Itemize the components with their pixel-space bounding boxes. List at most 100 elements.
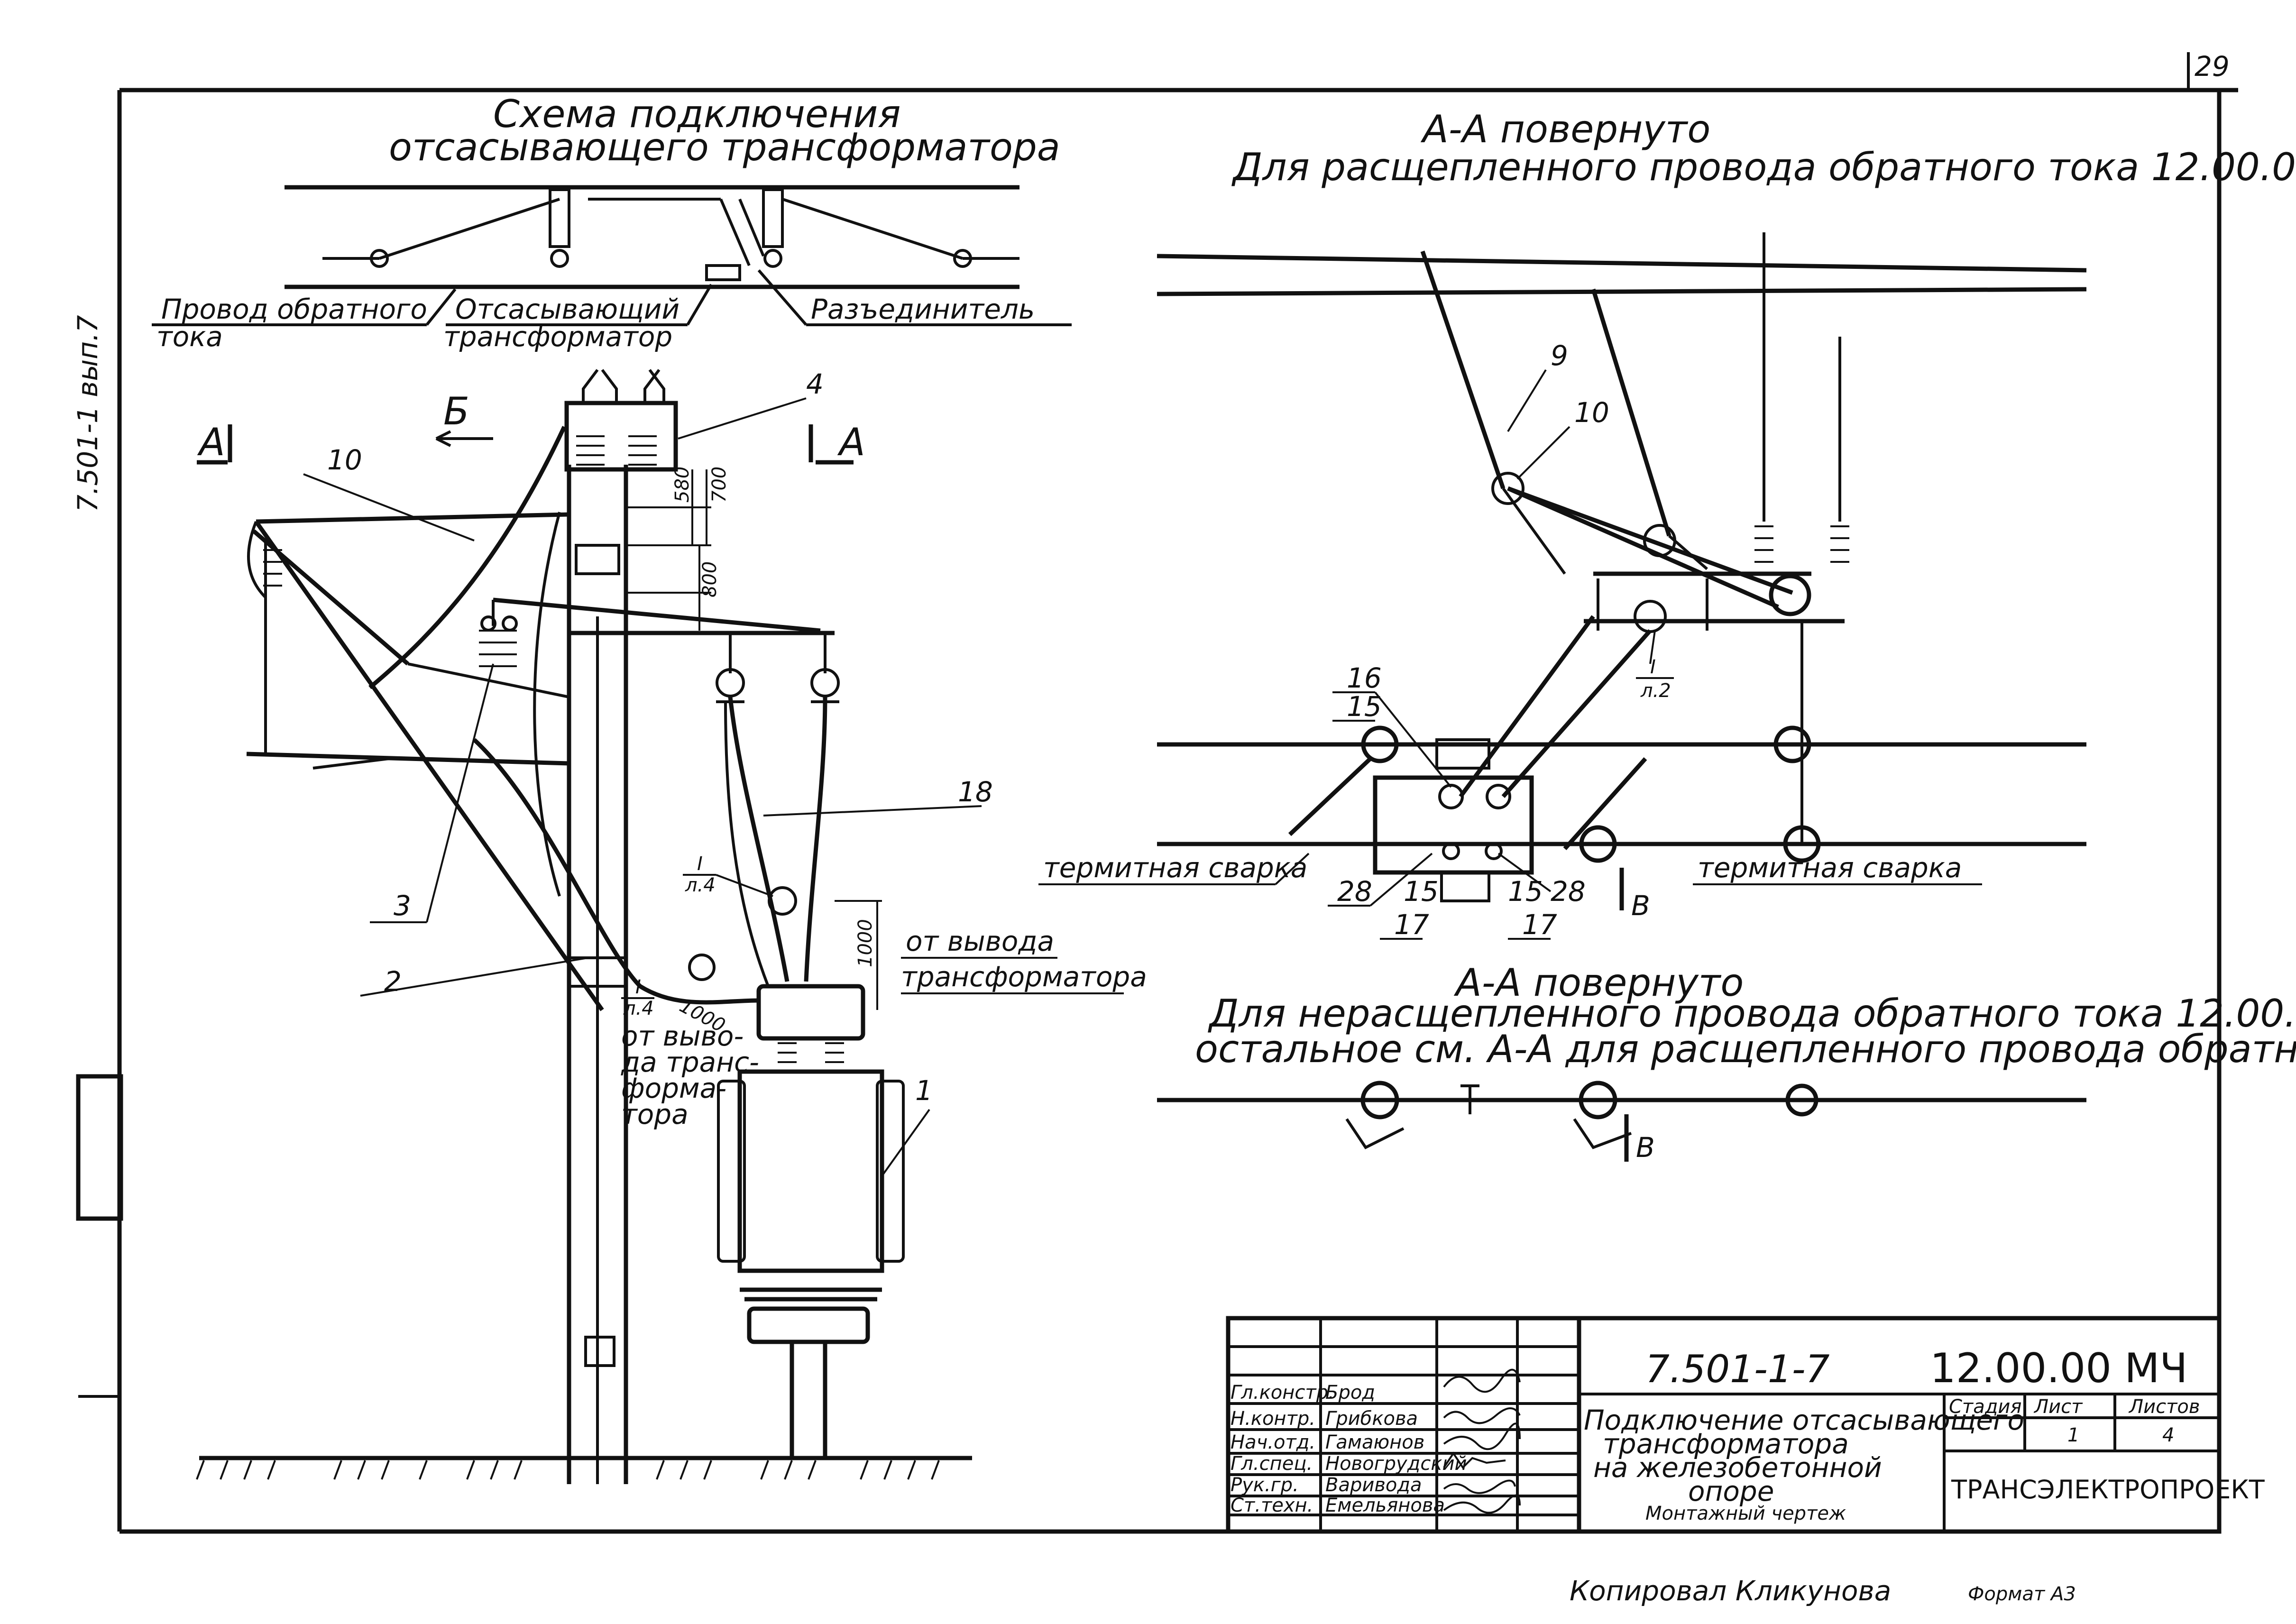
tb-role: Нач.отд. <box>1231 1431 1315 1453</box>
tb-organization: ТРАНСЭЛЕКТРОПРОЕКТ <box>1951 1475 2265 1505</box>
tb-role: Ст.техн. <box>1231 1495 1313 1516</box>
tb-person: Варивода <box>1325 1474 1422 1496</box>
callout-16: 16 <box>1347 662 1382 694</box>
section-aa2-title: А-А повернуто <box>1453 961 1744 1005</box>
callout-15b: 15 <box>1404 875 1439 908</box>
cantilever-assembly <box>246 512 604 1011</box>
label-return-wire-2: тока <box>156 321 223 353</box>
label-transformer-2: трансформатор <box>443 321 672 353</box>
tb-title-line5: Монтажный чертеж <box>1645 1503 1846 1524</box>
tb-person: Брод <box>1325 1382 1375 1404</box>
binding-tab <box>76 1074 123 1221</box>
section-aa-split: А-А повернуто Для расщепленного провода … <box>1038 107 2296 941</box>
scheme-title-line2: отсасывающего трансформатора <box>389 125 1060 169</box>
tb-person: Грибкова <box>1325 1408 1418 1430</box>
top-insulator-assembly <box>564 369 678 472</box>
transformer-leads <box>472 697 827 1005</box>
tb-signatures <box>1443 1368 1521 1514</box>
tb-person: Емельянова <box>1325 1495 1445 1516</box>
tb-role: Гл.констр. <box>1231 1382 1334 1404</box>
ref-aa-sheet: л.2 <box>1640 680 1671 702</box>
outlet-right-2: трансформатора <box>901 961 1147 993</box>
main-elevation: А Б А <box>196 368 1147 1484</box>
view-b-mark-2: В <box>1636 1131 1655 1164</box>
title-block: 7.501-1-7 12.00.00 МЧ Подключение отсасы… <box>1226 1316 2265 1534</box>
callout-28a: 28 <box>1337 875 1372 908</box>
callout-9: 9 <box>1551 339 1568 372</box>
drawing-frame <box>76 52 2238 1534</box>
tb-person: Новогрудский <box>1325 1453 1467 1475</box>
dimensions-top: 580 700 800 <box>626 467 730 631</box>
side-label: 7.501-1 вып.7 <box>72 315 104 512</box>
disconnector-symbol <box>705 264 741 281</box>
section-aa-title: А-А повернуто <box>1420 107 1710 151</box>
tb-title-line2: трансформатора <box>1603 1428 1849 1460</box>
tb-role: Рук.гр. <box>1231 1474 1299 1496</box>
tb-sheet-value: 1 <box>2067 1424 2079 1446</box>
callout-28b: 28 <box>1551 875 1586 908</box>
section-aa-nonsplit: А-А повернуто Для нерасщепленного провод… <box>1157 961 2296 1164</box>
tb-title-line1: Подключение отсасывающего <box>1584 1404 2024 1436</box>
page-number: 29 <box>2195 50 2230 83</box>
middle-crossarm <box>479 597 840 703</box>
section-mark-a-left: А <box>197 420 225 464</box>
ref-1-sheet: л.4 <box>685 874 716 896</box>
callout-3: 3 <box>394 890 411 922</box>
tb-signature-rows: Гл.констр. Брод Н.контр. Грибкова Нач.от… <box>1231 1382 1467 1516</box>
callout-10-aa: 10 <box>1574 396 1609 429</box>
ref-aa-num: I <box>1650 656 1656 678</box>
ref-2-sheet: л.4 <box>623 998 654 1019</box>
label-transformer-1: Отсасывающий <box>455 293 680 325</box>
ref-2-num: I <box>635 976 641 998</box>
section-mark-a-right: А <box>837 420 865 464</box>
arrow-label-b: Б <box>443 389 469 433</box>
callout-4: 4 <box>806 368 824 400</box>
outlet-left-1: от выво- <box>621 1020 744 1052</box>
label-return-wire-1: Провод обратного <box>161 293 427 325</box>
label-disconnector: Разъединитель <box>811 293 1035 325</box>
format-note: Формат А3 <box>1968 1583 2076 1605</box>
tb-role: Н.контр. <box>1231 1408 1315 1430</box>
weld-right: термитная сварка <box>1698 852 1962 884</box>
weld-left: термитная сварка <box>1043 852 1307 884</box>
suction-transformer <box>717 984 905 1458</box>
callout-1: 1 <box>915 1074 933 1107</box>
section-aa2-subtitle1: Для нерасщепленного провода обратного то… <box>1208 991 2296 1036</box>
outlet-left-3: форма- <box>621 1072 726 1104</box>
callout-17a: 17 <box>1394 908 1429 941</box>
dim-800: 800 <box>699 561 721 597</box>
callout-15c: 15 <box>1508 875 1543 908</box>
callout-10: 10 <box>327 444 362 476</box>
tb-title-line4: опоре <box>1688 1475 1774 1507</box>
tb-drawing-number: 12.00.00 МЧ <box>1930 1345 2187 1392</box>
tb-title-line3: на железобетонной <box>1593 1451 1882 1484</box>
section-aa-subtitle: Для расщепленного провода обратного тока… <box>1231 145 2296 189</box>
outlet-left-2: да транс- <box>621 1046 759 1078</box>
cable-10 <box>368 426 567 897</box>
ground-line <box>196 1456 972 1480</box>
dim-700: 700 <box>708 467 730 503</box>
dim-1000: 1000 <box>854 919 876 967</box>
scheme-title-line1: Схема подключения <box>493 92 901 136</box>
tb-stage-header: Стадия <box>1949 1396 2021 1418</box>
dim-580: 580 <box>671 467 693 503</box>
connection-scheme: Схема подключения отсасывающего трансфор… <box>152 92 1072 353</box>
view-b-mark: В <box>1631 890 1650 922</box>
outlet-right-1: от вывода <box>906 925 1054 957</box>
ref-1-num: I <box>697 853 703 875</box>
callout-18: 18 <box>958 776 993 808</box>
callout-17b: 17 <box>1522 908 1557 941</box>
tb-person: Гамаюнов <box>1325 1431 1424 1453</box>
section-aa2-subtitle2: остальное см. А-А для расщепленного пров… <box>1195 1027 2296 1071</box>
tb-sheet-header: Лист <box>2033 1396 2083 1418</box>
tb-role: Гл.спец. <box>1231 1453 1313 1475</box>
tb-sheets-header: Листов <box>2128 1396 2200 1418</box>
insulator-left <box>716 668 745 697</box>
callout-2: 2 <box>384 965 402 998</box>
outlet-left-4: тора <box>621 1098 689 1130</box>
tb-code: 7.501-1-7 <box>1645 1347 1830 1391</box>
callout-15a: 15 <box>1347 690 1382 723</box>
insulator-right <box>810 668 840 697</box>
copied-by: Копировал Кликунова <box>1570 1575 1891 1607</box>
